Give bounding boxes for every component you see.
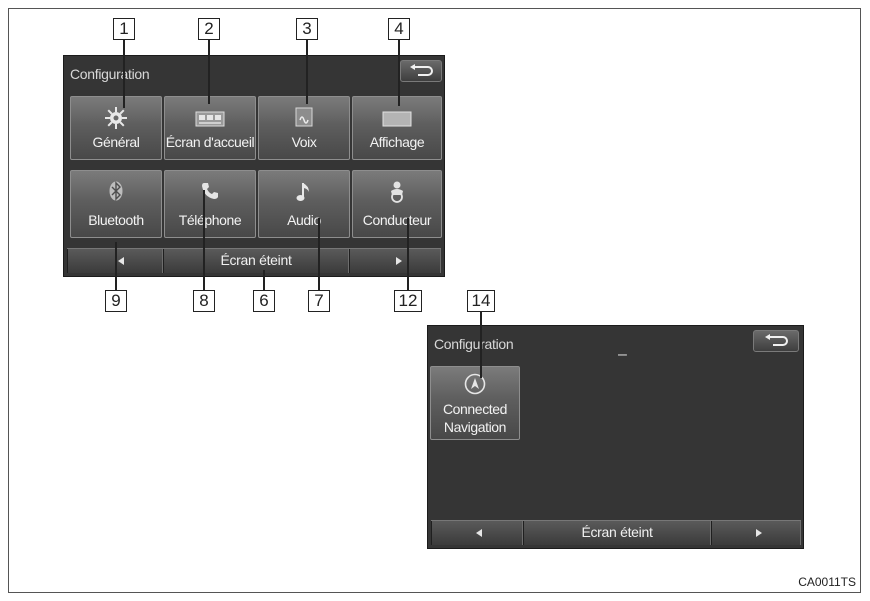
- navigation-icon: [464, 373, 486, 395]
- arrow-right-icon: [756, 529, 762, 537]
- bottom-bar: Écran éteint: [431, 520, 801, 545]
- callout-7-leader: [318, 218, 320, 290]
- audio-button[interactable]: Audio: [258, 170, 350, 238]
- configuration-screen-page2: Configuration – Connected Navigation Écr…: [427, 325, 804, 549]
- arrow-left-icon: [118, 257, 124, 265]
- callout-6: 6: [253, 290, 275, 312]
- callout-14-leader: [480, 312, 482, 378]
- callout-3: 3: [296, 18, 318, 40]
- next-page-button[interactable]: [711, 521, 801, 545]
- music-note-icon: [296, 183, 309, 201]
- screen-off-label: Écran éteint: [220, 252, 292, 268]
- display-label: Affichage: [369, 134, 425, 150]
- callout-2-leader: [208, 40, 210, 104]
- arrow-right-icon: [396, 257, 402, 265]
- back-button[interactable]: [753, 330, 799, 352]
- callout-14: 14: [467, 290, 495, 312]
- callout-9-leader: [115, 242, 117, 290]
- callout-8-leader: [203, 190, 205, 290]
- screen-title: Configuration: [70, 66, 150, 82]
- callout-3-leader: [306, 40, 308, 104]
- callout-2: 2: [198, 18, 220, 40]
- home-screen-icon: [195, 111, 225, 127]
- screen-off-label: Écran éteint: [581, 524, 653, 540]
- connected-navigation-label-line1: Connected: [442, 401, 508, 417]
- callout-9: 9: [105, 290, 127, 312]
- figure-code: CA0011TS: [798, 575, 856, 589]
- prev-page-button[interactable]: [67, 249, 163, 273]
- gear-icon: [105, 107, 127, 129]
- bluetooth-button[interactable]: Bluetooth: [70, 170, 162, 238]
- driver-icon: [391, 181, 403, 203]
- callout-12: 12: [394, 290, 422, 312]
- home-screen-button[interactable]: Écran d'accueil: [164, 96, 256, 160]
- page-indicator: –: [618, 346, 627, 363]
- callout-4-leader: [398, 40, 400, 106]
- figure-frame: [8, 8, 861, 593]
- connected-navigation-button[interactable]: Connected Navigation: [430, 366, 520, 440]
- back-arrow-icon: [410, 64, 433, 76]
- callout-12-leader: [407, 218, 409, 290]
- callout-1: 1: [113, 18, 135, 40]
- voice-icon: [295, 107, 313, 127]
- phone-label: Téléphone: [178, 212, 242, 228]
- callout-4: 4: [388, 18, 410, 40]
- next-page-button[interactable]: [349, 249, 441, 273]
- back-button[interactable]: [400, 60, 442, 82]
- bluetooth-label: Bluetooth: [88, 212, 144, 228]
- callout-8: 8: [193, 290, 215, 312]
- driver-button[interactable]: Conducteur: [352, 170, 442, 238]
- phone-button[interactable]: Téléphone: [164, 170, 256, 238]
- phone-icon: [202, 183, 218, 199]
- display-icon: [382, 111, 412, 127]
- bluetooth-icon: [109, 181, 123, 201]
- general-label: Général: [92, 134, 140, 150]
- screen-off-button[interactable]: Écran éteint: [163, 249, 349, 273]
- arrow-left-icon: [476, 529, 482, 537]
- connected-navigation-label-line2: Navigation: [443, 419, 507, 435]
- back-arrow-icon: [765, 334, 788, 346]
- general-button[interactable]: Général: [70, 96, 162, 160]
- voice-button[interactable]: Voix: [258, 96, 350, 160]
- display-button[interactable]: Affichage: [352, 96, 442, 160]
- screen-off-button[interactable]: Écran éteint: [523, 521, 711, 545]
- callout-7: 7: [308, 290, 330, 312]
- callout-6-leader: [263, 270, 265, 290]
- screen-title: Configuration: [434, 336, 514, 352]
- home-screen-label: Écran d'accueil: [165, 134, 255, 150]
- prev-page-button[interactable]: [431, 521, 523, 545]
- callout-1-leader: [123, 40, 125, 108]
- driver-label: Conducteur: [362, 212, 432, 228]
- audio-label: Audio: [287, 212, 321, 228]
- voice-label: Voix: [291, 134, 317, 150]
- configuration-screen-main: Configuration Général Éc: [63, 55, 445, 277]
- bottom-bar: Écran éteint: [67, 248, 441, 273]
